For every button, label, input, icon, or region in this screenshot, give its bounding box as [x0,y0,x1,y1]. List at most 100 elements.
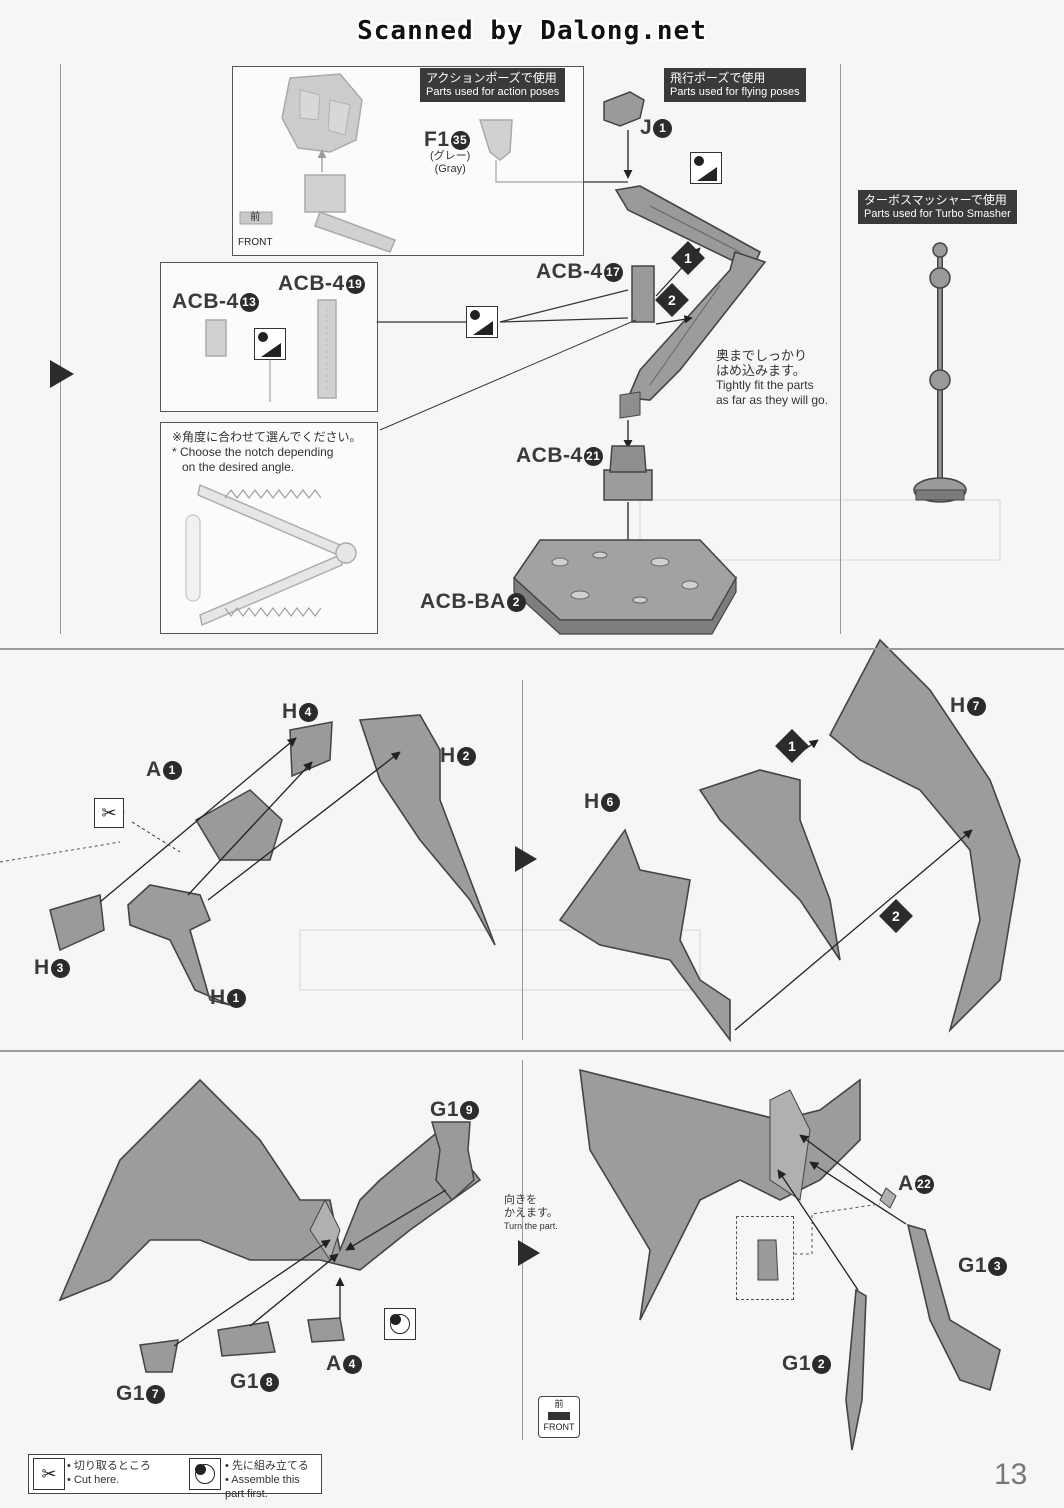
part-a4-number: 4 [342,1354,362,1374]
wing-left-assembly [0,714,496,1006]
tight-fit-note: 奥までしっかり はめ込みます。 Tightly fit the parts as… [716,348,828,408]
part-acbba-number: 2 [506,592,526,612]
front-label-jp: 前 [554,1399,564,1409]
next-arrow-top [50,360,74,388]
section-divider-2 [0,1050,1064,1052]
part-acb4-21-code: ACB-4 [516,444,583,467]
tight-fit-jp-2: はめ込みます。 [716,363,806,378]
frame-assembly-right [579,1068,1001,1451]
frame-assembly-left [58,1078,482,1373]
part-j-code: J [640,116,653,139]
next-arrow-bottom [518,1240,540,1266]
legend-assemble: • 先に組み立てる • Assemble this part first. [225,1459,321,1501]
turn-part-en: Turn the part. [504,1221,558,1231]
notch-note-jp: ※角度に合わせて選んでください。 [172,430,362,444]
legend-cut-jp: • 切り取るところ [67,1460,151,1472]
flying-pose-tag-jp: 飛行ポーズで使用 [670,71,766,85]
part-acb4-19-code: ACB-4 [278,272,345,295]
part-h7-number: 7 [966,696,986,716]
cut-here-icon: ✂ [33,1458,65,1490]
turn-part-jp-1: 向きを [504,1194,537,1206]
part-acb4-17-number: 17 [603,262,623,282]
cut-gate-icon [466,306,498,338]
part-h1-number: 1 [226,988,246,1008]
part-acb4-13-number: 13 [239,292,259,312]
front-label-jp: 前 [250,212,261,223]
turn-part-jp-2: かえます。 [504,1207,558,1219]
part-a1-number: 1 [162,760,182,780]
turn-part-note: 向きを かえます。 Turn the part. [504,1194,558,1233]
legend-cut: • 切り取るところ • Cut here. [67,1459,151,1487]
action-pose-tag: アクションポーズで使用 Parts used for action poses [420,68,566,102]
legend-assemble-en: • Assemble this part first. [225,1474,300,1500]
tight-fit-en-1: Tightly fit the parts [716,378,814,392]
flying-pose-tag-en: Parts used for flying poses [670,86,800,98]
part-f1-color-jp: (グレー) [430,150,471,162]
flying-pose-tag: 飛行ポーズで使用 Parts used for flying poses [664,68,806,102]
action-pose-tag-en: Parts used for action poses [426,86,560,98]
part-acb4-19-number: 19 [345,274,365,294]
part-h6-number: 6 [600,792,620,812]
assemble-first-icon [189,1458,221,1490]
tight-fit-en-2: as far as they will go. [716,393,829,407]
part-g13-number: 3 [988,1256,1008,1276]
part-f1-number: 35 [450,130,470,150]
wing-right-assembly [558,638,1021,1043]
part-h2-number: 2 [456,746,476,766]
cut-here-icon: ✂ [94,798,124,828]
turbo-smasher-tag-jp: ターボスマッシャーで使用 [864,193,1007,207]
part-acb4-21-number: 21 [583,446,603,466]
part-j-number: 1 [653,118,673,138]
part-acb4-17-code: ACB-4 [536,260,603,283]
front-label-en: FRONT [238,237,273,248]
detail-inset-box [736,1216,794,1300]
vertical-rule-right [840,64,841,634]
part-g12-number: 2 [812,1354,832,1374]
turbo-smasher-tag: ターボスマッシャーで使用 Parts used for Turbo Smashe… [858,190,1017,224]
next-arrow-middle [515,846,537,872]
part-g17-number: 7 [146,1384,166,1404]
part-f1-color-en: (Gray) [434,163,466,175]
assemble-first-icon [384,1308,416,1340]
part-h4-number: 4 [298,702,318,722]
action-pose-tag-jp: アクションポーズで使用 [426,71,557,85]
notch-note-en-2: on the desired angle. [182,460,295,474]
scan-credit: Scanned by Dalong.net [357,16,707,46]
part-g19-number: 9 [460,1100,480,1120]
part-a22-number: 22 [914,1174,934,1194]
legend-assemble-jp: • 先に組み立てる [225,1460,309,1472]
part-acbba-code: ACB-BA [420,590,506,613]
part-acb4-13-code: ACB-4 [172,290,239,313]
legend-cut-en: • Cut here. [67,1474,120,1486]
legend: ✂ • 切り取るところ • Cut here. • 先に組み立てる • Asse… [28,1454,322,1500]
tight-fit-jp-1: 奥までしっかり [716,348,808,363]
front-indicator-top: 前 FRONT [238,208,272,248]
front-label-en: FRONT [543,1422,575,1432]
section-divider-1 [0,648,1064,650]
cut-gate-icon [690,152,722,184]
page-number: 13 [994,1458,1028,1491]
notch-note-en-1: * Choose the notch depending [172,445,334,459]
